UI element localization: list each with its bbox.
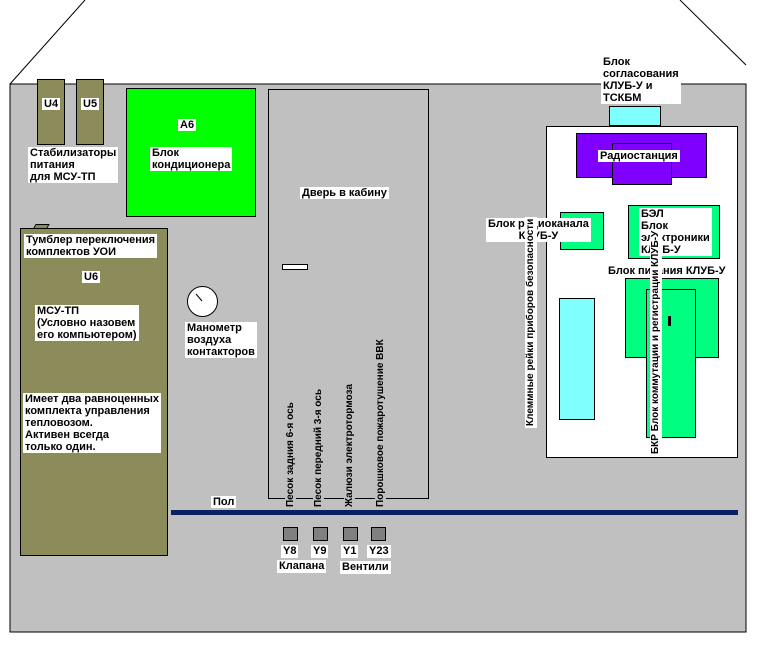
door-handle: [282, 264, 308, 270]
roof-outline-right: [679, 0, 747, 66]
valve-y8-label: Y8: [281, 545, 299, 558]
toggle-label: Тумблер переключения комплектов УОИ: [24, 234, 158, 258]
valve-y23: [371, 527, 386, 541]
floor-label: Пол: [211, 496, 237, 508]
valve-y9-label: Y9: [311, 545, 329, 558]
valve-y1: [343, 527, 358, 541]
matching-block: [609, 106, 661, 126]
stabilizer-u4: [37, 79, 65, 145]
powder-label: Порошковое пожаротушение ВВК: [375, 339, 386, 507]
terminal-rails: [559, 298, 595, 420]
klapana-label: Клапана: [277, 560, 327, 573]
u6-label: U6: [82, 271, 101, 283]
floor-line: [171, 510, 738, 515]
blinds-label: Жалюзи электротормоза: [344, 384, 355, 507]
bkr-label: БКР Блок коммутации и регистрации КЛУБ-У: [650, 228, 662, 456]
manometer-label: Манометр воздуха контакторов: [185, 322, 257, 358]
msu-note-label: Имеет два равноценных комплекта управлен…: [23, 393, 161, 453]
door-label: Дверь в кабину: [300, 187, 389, 199]
sand-rear-label: Песок задния 6-я ось: [285, 402, 296, 507]
radio-label: Радиостанция: [598, 150, 680, 162]
power-block-label: Блок питания КЛУБ-У: [606, 265, 728, 277]
bkr-indicator: [668, 316, 671, 326]
stabilizer-u5: [76, 79, 104, 145]
a6-label: A6: [178, 119, 197, 131]
roof-outline: [9, 0, 86, 85]
valve-y1-label: Y1: [341, 545, 359, 558]
valve-y9: [313, 527, 328, 541]
gauge-needle-icon: [195, 293, 203, 302]
matching-block-label: Блок согласования КЛУБ-У и ТСКБМ: [601, 56, 681, 104]
msu-tp-label: МСУ-ТП (Условно назовем его компьютером): [35, 305, 139, 341]
valve-y23-label: Y23: [367, 545, 391, 558]
ventili-label: Вентили: [340, 561, 391, 574]
terminal-rails-label: Клеммные рейки приборов безопасности: [525, 216, 537, 428]
sand-front-label: Песок передний 3-я ось: [313, 389, 324, 507]
u4-label: U4: [42, 98, 61, 110]
stabilizers-label: Стабилизаторы питания для МСУ-ТП: [28, 147, 119, 183]
valve-y8: [283, 527, 298, 541]
ac-block-label: Блок кондиционера: [150, 147, 233, 171]
u5-label: U5: [81, 98, 100, 110]
radio-channel-label: Блок радиоканала КЛУБ-У: [486, 218, 591, 242]
manometer-gauge: [187, 286, 218, 317]
